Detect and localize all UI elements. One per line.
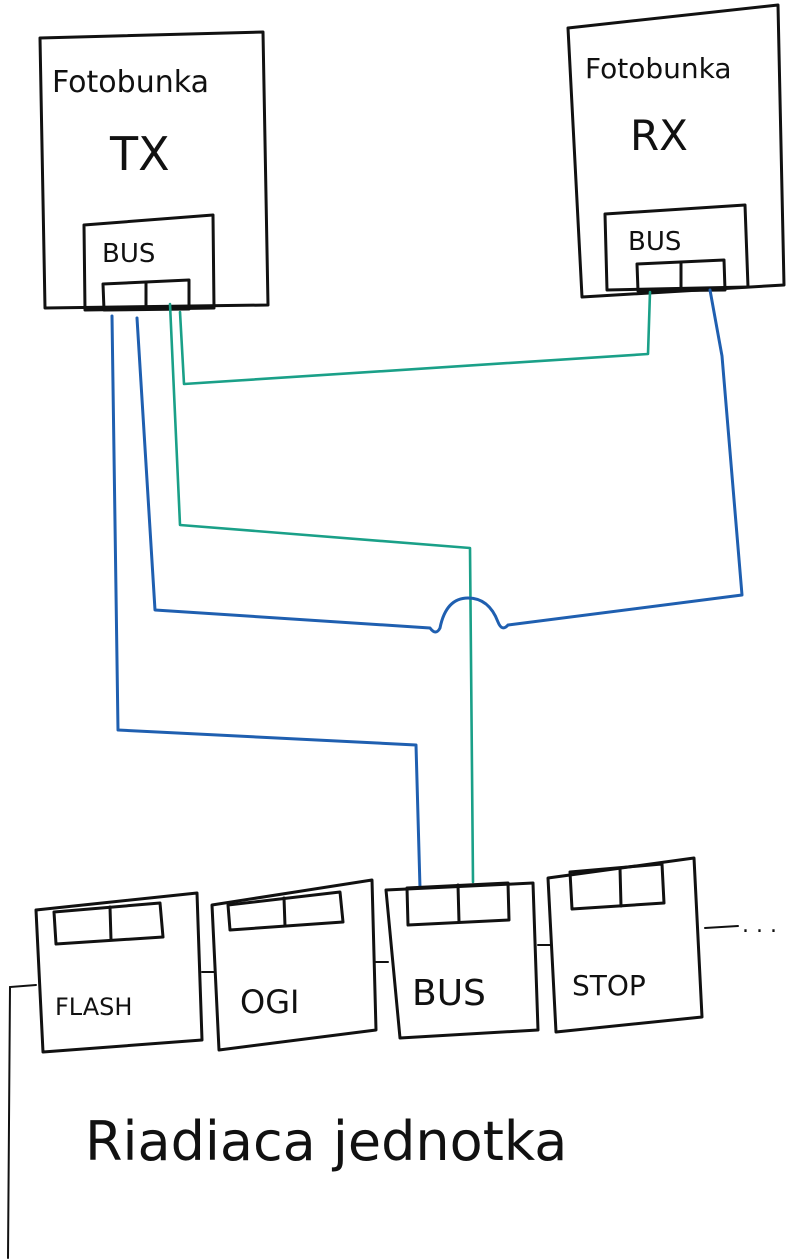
green-wire-tx-to-bus <box>168 302 475 884</box>
module-bus: BUS <box>384 881 540 1040</box>
tx-bus-label: BUS <box>102 239 155 269</box>
control-unit-bracket <box>7 984 37 1259</box>
tx-name-label: Fotobunka <box>52 65 209 100</box>
green-wire-rx-to-tx <box>178 290 652 386</box>
tx-bus-connector: BUS <box>82 213 216 312</box>
module-stop: STOP <box>546 856 704 1034</box>
rx-bus-label: BUS <box>628 227 681 257</box>
rx-id-label: RX <box>630 111 688 160</box>
module-bus-label: BUS <box>412 973 486 1014</box>
rx-name-label: Fotobunka <box>585 52 732 85</box>
module-stop-label: STOP <box>572 969 646 1002</box>
control-unit-label: Riadiaca jednotka <box>85 1110 567 1173</box>
module-ogi: OGI <box>210 878 378 1052</box>
blue-wire-tx-to-bus <box>110 314 422 890</box>
continuation-dots: . . . <box>742 913 777 938</box>
blue-wire-rx-to-tx <box>135 288 744 634</box>
module-flash-label: FLASH <box>55 993 132 1021</box>
module-ogi-label: OGI <box>240 983 299 1021</box>
module-link <box>704 925 739 929</box>
module-flash: FLASH <box>34 891 204 1054</box>
tx-id-label: TX <box>109 127 170 181</box>
rx-bus-connector: BUS <box>603 203 750 293</box>
rx-photocell: Fotobunka RX BUS <box>566 3 786 299</box>
tx-photocell: Fotobunka TX BUS <box>38 30 270 312</box>
